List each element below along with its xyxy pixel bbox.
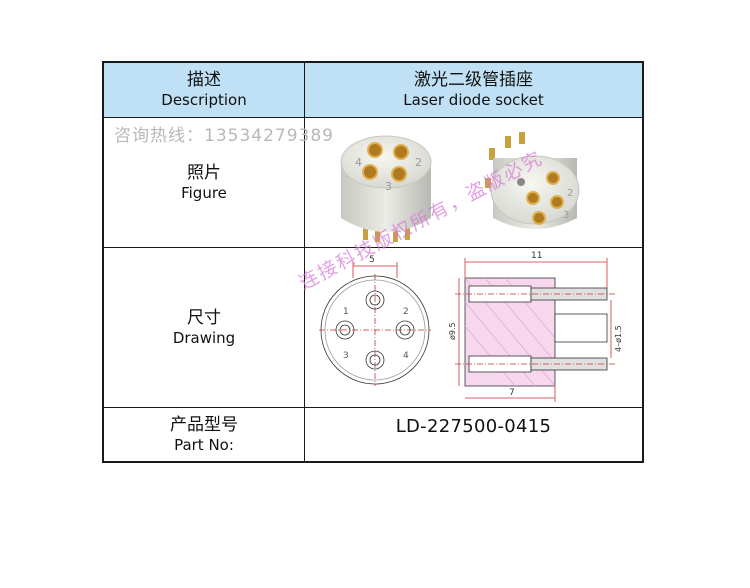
figure-right-cell: 4 2 3 2 3: [305, 118, 642, 247]
drawing-pin-label: 2: [403, 307, 409, 317]
header-left-zh: 描述: [187, 70, 221, 90]
header-left-en: Description: [161, 91, 247, 109]
photo-pin-label: 3: [563, 210, 569, 221]
header-left-cell: 描述 Description: [104, 63, 304, 117]
figure-row: 照片 Figure: [104, 118, 642, 247]
header-right-en: Laser diode socket: [403, 91, 544, 109]
divider: [104, 247, 642, 248]
dim-label-5: 5: [369, 255, 375, 265]
header-right-cell: 激光二级管插座 Laser diode socket: [305, 63, 642, 117]
drawing-left-cell: 尺寸 Drawing: [104, 248, 304, 407]
header-row: 描述 Description 激光二级管插座 Laser diode socke…: [104, 63, 642, 117]
hotline-watermark: 咨询热线：13534279389: [114, 126, 334, 146]
photo-pin-label: 2: [415, 156, 422, 169]
dim-label-7: 7: [509, 388, 515, 398]
side-view-drawing: [454, 258, 615, 402]
column-divider: [304, 63, 305, 461]
part-left-zh: 产品型号: [170, 414, 238, 435]
figure-left-cell: 照片 Figure: [104, 118, 304, 247]
part-row: 产品型号 Part No: LD-227500-0415: [104, 408, 642, 461]
divider: [104, 407, 642, 408]
drawing-pin-label: 1: [343, 307, 349, 317]
figure-left-en: Figure: [181, 183, 227, 202]
drawing-row: 尺寸 Drawing 5: [104, 248, 642, 407]
photo-pin-label: 4: [355, 156, 362, 169]
dim-label-d415: 4–ø1.5: [614, 325, 623, 352]
socket-front-view: 4 2 3: [340, 135, 431, 242]
dim-label-11: 11: [531, 251, 542, 261]
part-left-cell: 产品型号 Part No:: [104, 408, 304, 461]
drawing-pin-label: 3: [343, 351, 349, 361]
drawing-left-zh: 尺寸: [187, 307, 221, 328]
photo-pin-label: 2: [567, 188, 573, 199]
socket-photo: 4 2 3 2 3: [340, 132, 579, 242]
drawing-right-cell: 5 1 2 3 4: [305, 248, 642, 407]
socket-back-view: 2 3: [484, 132, 579, 229]
divider: [104, 117, 642, 118]
figure-left-zh: 照片: [187, 162, 221, 183]
dim-label-d95: ø9.5: [448, 322, 457, 340]
part-left-en: Part No:: [174, 435, 234, 454]
part-number: LD-227500-0415: [395, 416, 552, 437]
photo-pin-label: 3: [385, 180, 392, 193]
front-view-drawing: [318, 262, 431, 386]
dimension-drawing: 5 1 2 3 4: [318, 251, 623, 402]
part-right-cell: LD-227500-0415: [305, 408, 642, 461]
drawing-pin-label: 4: [403, 351, 409, 361]
spec-table: 描述 Description 激光二级管插座 Laser diode socke…: [102, 61, 644, 463]
drawing-left-en: Drawing: [172, 328, 236, 347]
header-right-zh: 激光二级管插座: [414, 70, 533, 90]
